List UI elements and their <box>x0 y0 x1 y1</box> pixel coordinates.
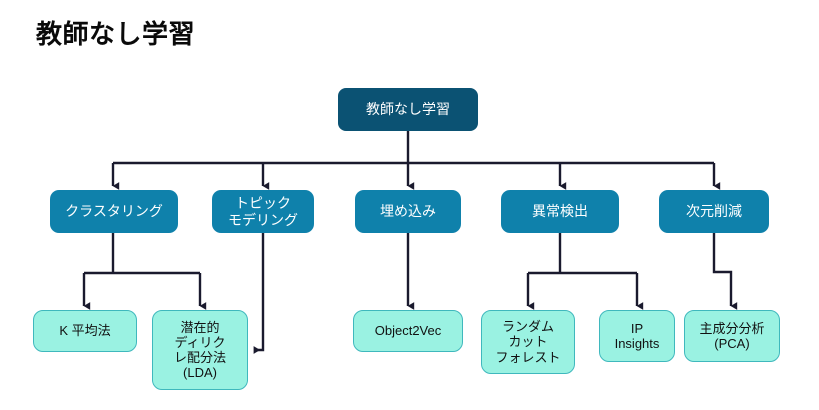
node-branch-clustering[interactable]: クラスタリング <box>50 190 178 233</box>
node-branch-topic-modeling[interactable]: トピック モデリング <box>212 190 314 233</box>
node-branch-dimensionality-reduction[interactable]: 次元削減 <box>659 190 769 233</box>
node-branch-embedding[interactable]: 埋め込み <box>355 190 461 233</box>
node-leaf-random-cut-forest[interactable]: ランダム カット フォレスト <box>481 310 575 374</box>
node-leaf-lda[interactable]: 潜在的 ディリク レ配分法 (LDA) <box>152 310 248 390</box>
node-leaf-object2vec[interactable]: Object2Vec <box>353 310 463 352</box>
node-root-unsupervised-learning[interactable]: 教師なし学習 <box>338 88 478 131</box>
node-branch-anomaly-detection[interactable]: 異常検出 <box>501 190 619 233</box>
connector-topic-to-lda <box>253 233 265 354</box>
page-title: 教師なし学習 <box>36 19 196 49</box>
node-leaf-k-means[interactable]: K 平均法 <box>33 310 137 352</box>
node-leaf-pca[interactable]: 主成分分析 (PCA) <box>684 310 780 362</box>
connector-dimreduction-to-pca <box>712 233 738 310</box>
node-leaf-ip-insights[interactable]: IP Insights <box>599 310 675 362</box>
